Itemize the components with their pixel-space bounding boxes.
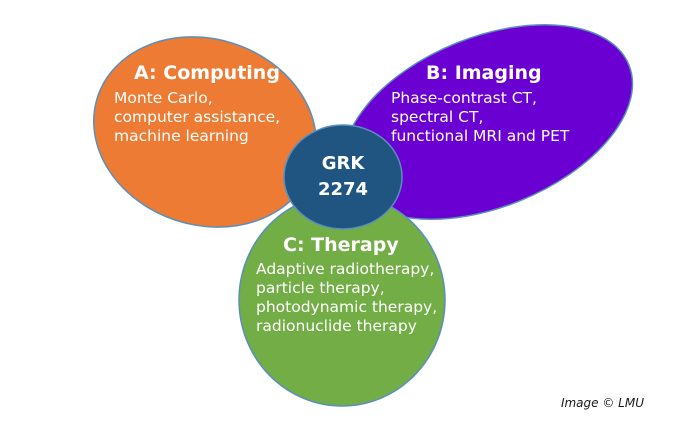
imaging-description: Phase-contrast CT, spectral CT, function… (391, 89, 569, 146)
imaging-title: B: Imaging (426, 62, 542, 84)
therapy-description: Adaptive radiotherapy, particle therapy,… (256, 260, 437, 336)
center-line: 2274 (317, 179, 369, 200)
therapy-title: C: Therapy (283, 234, 399, 256)
therapy-line: particle therapy, (256, 279, 385, 297)
imaging-line: Phase-contrast CT, (391, 89, 537, 107)
center-label: GRK 2274 (298, 151, 388, 203)
imaging-line: functional MRI and PET (391, 127, 570, 145)
computing-line: computer assistance, (114, 108, 281, 126)
center-circle (283, 124, 403, 230)
imaging-line: spectral CT, (391, 108, 484, 126)
therapy-line: Adaptive radiotherapy, (256, 260, 435, 278)
image-credit: Image © LMU (560, 396, 644, 410)
computing-title: A: Computing (134, 62, 280, 84)
center-line: GRK (321, 153, 365, 174)
computing-description: Monte Carlo, computer assistance, machin… (114, 89, 280, 146)
therapy-line: photodynamic therapy, (256, 298, 438, 316)
computing-line: Monte Carlo, (114, 89, 213, 107)
therapy-line: radionuclide therapy (256, 317, 417, 335)
computing-line: machine learning (114, 127, 249, 145)
